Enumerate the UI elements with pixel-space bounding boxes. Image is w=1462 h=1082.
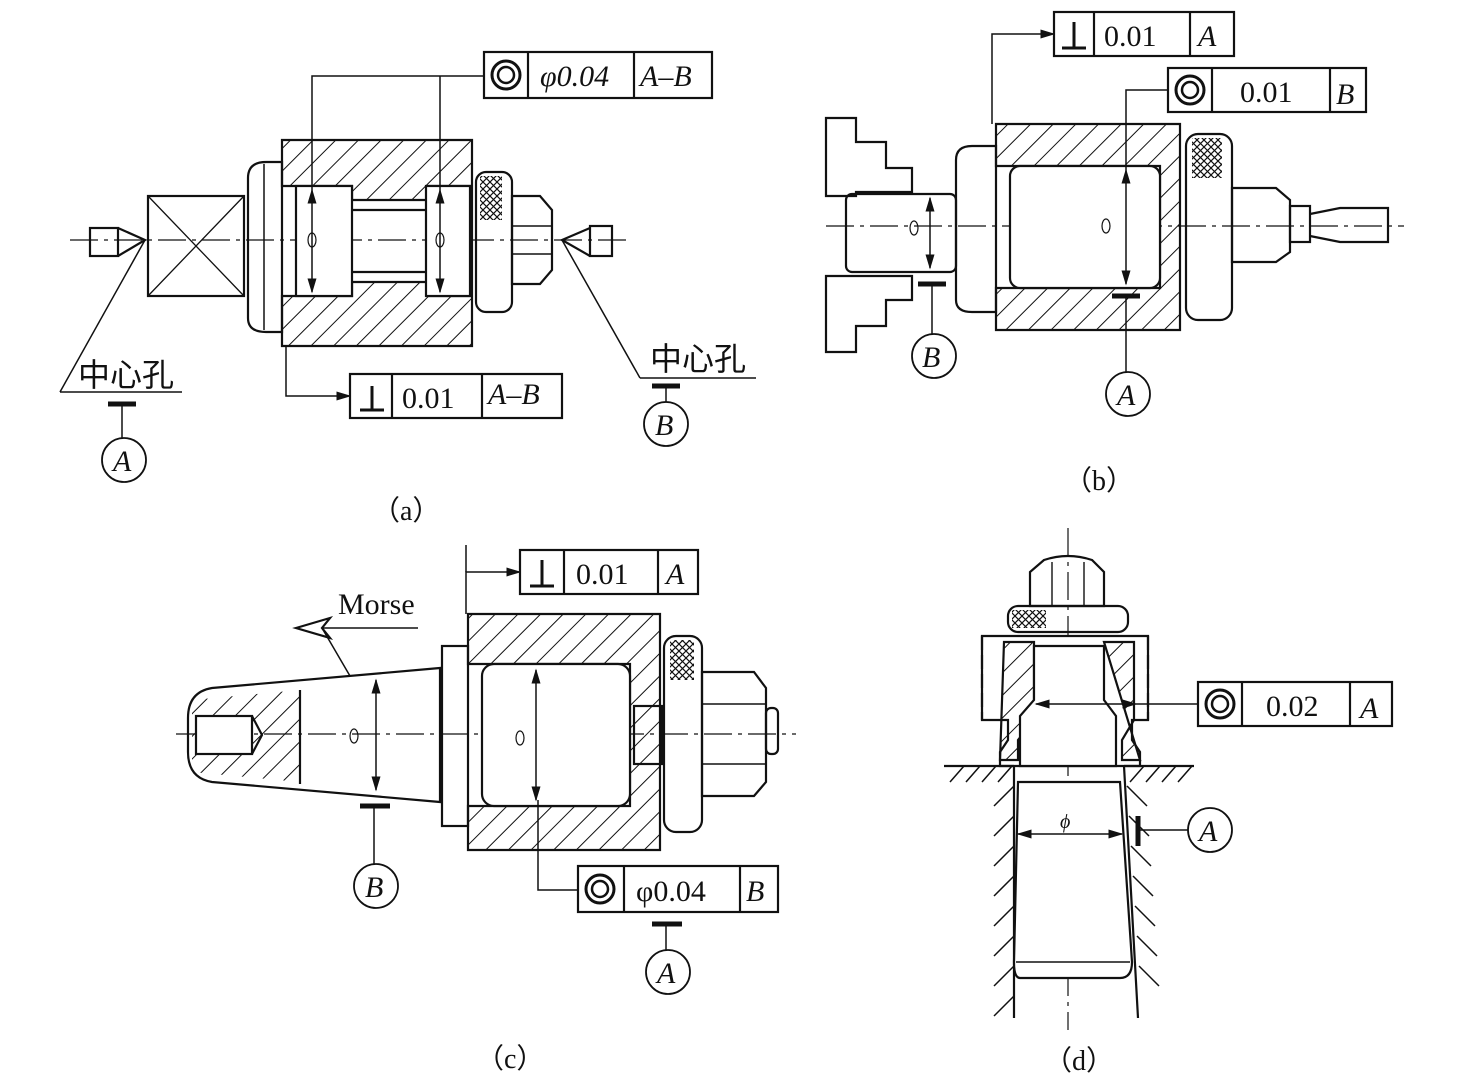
right-center-point — [559, 226, 591, 257]
panel-d-text: ϕ 0.02 A A （d） — [1044, 690, 1379, 1077]
panel-d — [944, 528, 1394, 1030]
note-center-hole-left: 中心孔 — [78, 357, 174, 393]
note-morse: Morse — [338, 588, 415, 621]
datum-c-right: A — [655, 957, 676, 990]
datum-a-left: A — [111, 445, 132, 478]
datum-c-left: B — [365, 871, 383, 904]
datum-b-left: B — [922, 341, 940, 374]
fcf-a-top-datum: A–B — [638, 60, 692, 93]
fcf-a-bottom-datum: A–B — [486, 378, 540, 411]
panel-c — [176, 545, 796, 995]
shaft — [844, 192, 958, 274]
fcf-d-tol: 0.02 — [1266, 690, 1319, 723]
panel-label-d: （d） — [1044, 1045, 1114, 1077]
panel-a-text: φ0.04 A–B 0.01 A–B 中心孔 中心孔 A B （a） — [78, 60, 746, 527]
taper-shank — [1012, 780, 1134, 980]
datum-b-right: A — [1115, 379, 1136, 412]
panel-c-text: 0.01 A φ0.04 B Morse B A （c） — [338, 558, 764, 1075]
flange — [246, 160, 284, 334]
fcf-c-bottom-tol: φ0.04 — [636, 875, 706, 908]
panel-a — [59, 50, 756, 483]
cap-nut — [1028, 554, 1106, 608]
fcf-c-top-datum: A — [664, 558, 685, 591]
fcf-c-top-tol: 0.01 — [576, 558, 629, 591]
morse-taper — [186, 666, 442, 804]
datum-d: A — [1197, 815, 1218, 848]
fcf-b-mid-tol: 0.01 — [1240, 76, 1293, 109]
square-head — [146, 194, 246, 298]
fcf-d-datum: A — [1358, 692, 1379, 725]
panel-label-c: （c） — [476, 1043, 544, 1075]
chuck-jaw-upper — [824, 116, 914, 198]
fcf-a-top-tol: φ0.04 — [540, 60, 609, 93]
panel-b — [824, 10, 1404, 417]
left-center-point — [117, 226, 148, 257]
datum-a-right: B — [655, 409, 673, 442]
fcf-b-top-tol: 0.01 — [1104, 20, 1157, 53]
panel-label-b: （b） — [1064, 465, 1134, 497]
fcf-a-bottom-tol: 0.01 — [402, 382, 455, 415]
hex-nut — [510, 194, 554, 286]
fcf-c-bottom-datum: B — [746, 875, 764, 908]
panel-label-a: （a） — [372, 495, 440, 527]
note-center-hole-right: 中心孔 — [650, 341, 746, 377]
chuck-jaw-lower — [824, 274, 914, 354]
fcf-b-top-datum: A — [1196, 20, 1217, 53]
panel-b-text: 0.01 A 0.01 B B A （b） — [922, 20, 1354, 497]
fcf-b-mid-datum: B — [1336, 78, 1354, 111]
left-center-shaft — [88, 226, 120, 258]
phi-mark: ϕ — [1060, 811, 1070, 833]
